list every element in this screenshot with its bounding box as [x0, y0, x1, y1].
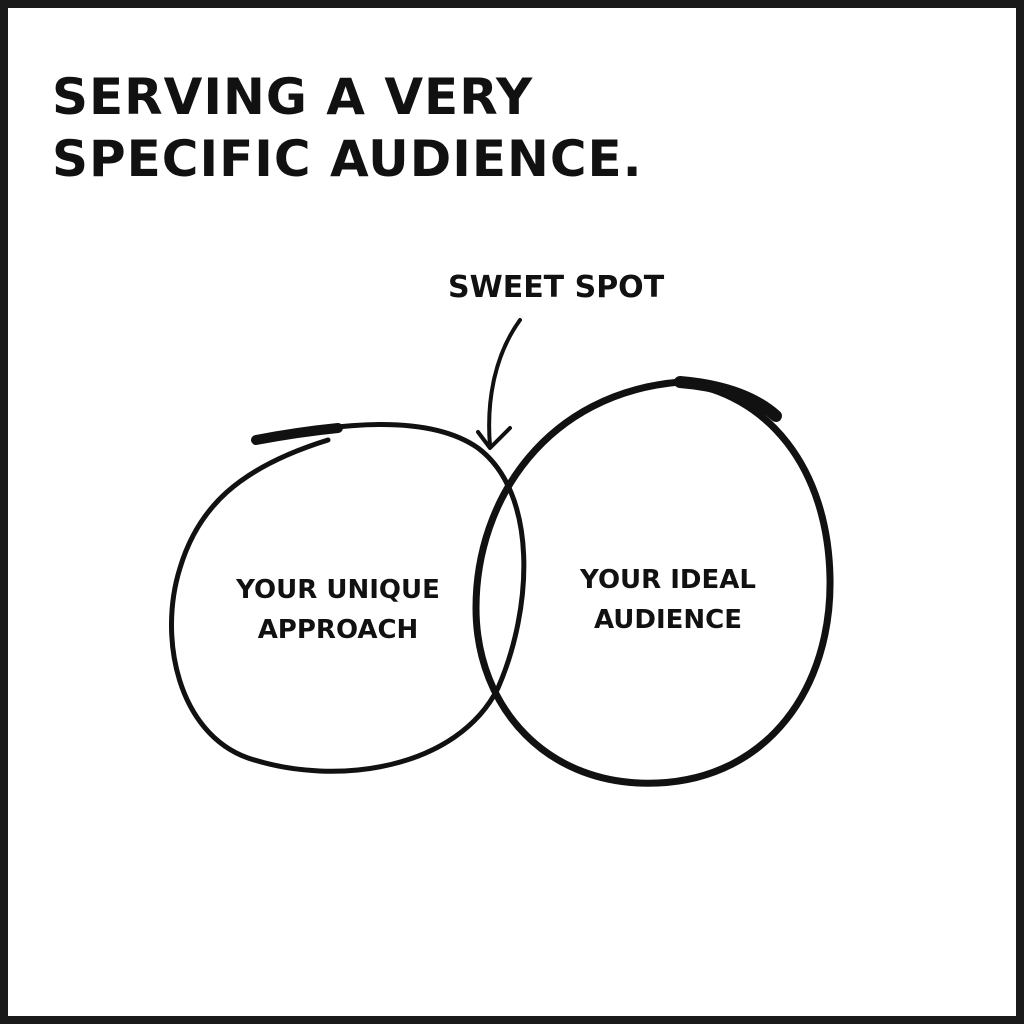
label-line: APPROACH — [257, 615, 419, 645]
title-line-2: SPECIFIC AUDIENCE. — [52, 130, 643, 188]
ideal-audience-label: YOUR IDEAL AUDIENCE — [548, 560, 788, 640]
label-line: AUDIENCE — [593, 605, 743, 635]
right-circle — [472, 378, 834, 787]
unique-approach-label: YOUR UNIQUE APPROACH — [213, 570, 463, 650]
page-title: SERVING A VERY SPECIFIC AUDIENCE. — [52, 66, 643, 190]
venn-drawing — [169, 318, 834, 787]
left-circle-stroke-accent — [251, 423, 343, 445]
label-line: YOUR IDEAL — [580, 565, 756, 595]
title-line-1: SERVING A VERY — [52, 68, 534, 126]
label-line: YOUR UNIQUE — [236, 575, 440, 605]
sweet-spot-label: SWEET SPOT — [448, 270, 665, 305]
arrow-icon — [476, 318, 522, 450]
left-circle — [169, 422, 527, 774]
right-circle-stroke-accent — [674, 376, 782, 422]
